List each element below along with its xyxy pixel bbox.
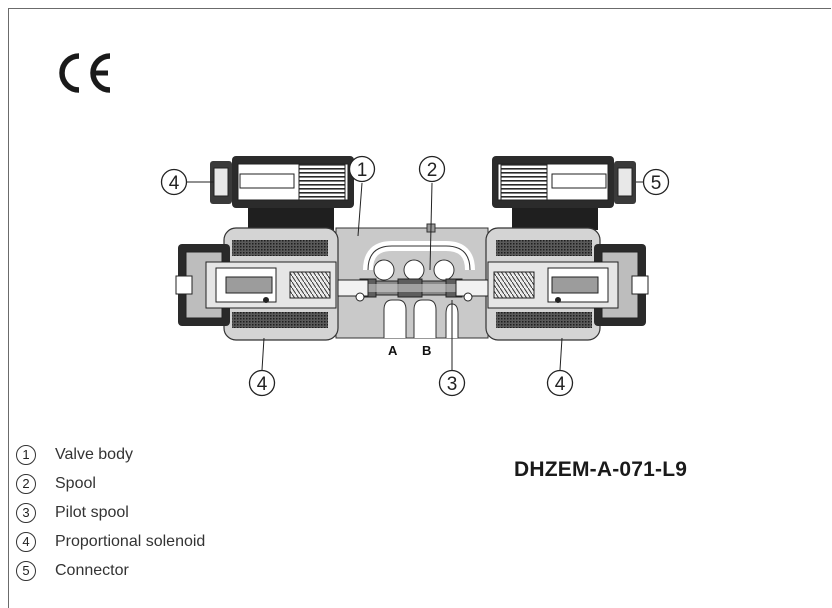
figure-frame (8, 8, 831, 608)
legend-number-badge: 3 (16, 502, 36, 523)
ce-mark (59, 53, 111, 93)
svg-text:2: 2 (427, 160, 438, 181)
callout-3: 3 (438, 369, 466, 397)
pilot-spools (337, 279, 489, 302)
legend-item-spool: 2 Spool (14, 469, 344, 498)
callout-4-top-left: 4 (160, 168, 188, 196)
legend-item-pilot-spool: 3 Pilot spool (14, 498, 344, 527)
legend-item-proportional-solenoid: 4 Proportional solenoid (14, 527, 344, 556)
legend-label: Valve body (55, 445, 133, 463)
legend-number-badge: 4 (16, 531, 36, 552)
svg-text:4: 4 (169, 173, 180, 194)
port-b-label: B (422, 343, 431, 358)
right-proportional-solenoid (485, 227, 649, 341)
callout-4-bottom-left: 4 (248, 369, 276, 397)
svg-text:4: 4 (257, 374, 268, 395)
callout-4-bottom-right: 4 (546, 369, 574, 397)
legend-item-valve-body: 1 Valve body (14, 440, 344, 469)
callout-5: 5 (642, 168, 670, 196)
model-code: DHZEM-A-071-L9 (514, 458, 688, 481)
svg-text:3: 3 (447, 374, 458, 395)
legend-label: Connector (55, 561, 129, 579)
legend-item-connector: 5 Connector (14, 556, 344, 585)
left-connector (210, 156, 354, 230)
legend-number-badge: 2 (16, 473, 36, 494)
legend-label: Proportional solenoid (55, 532, 206, 550)
callout-1: 1 (348, 155, 376, 183)
right-connector (492, 156, 636, 230)
legend-label: Pilot spool (55, 503, 129, 521)
leader-lines (186, 181, 643, 371)
left-proportional-solenoid (175, 227, 339, 341)
parts-legend: 1 Valve body 2 Spool 3 Pilot spool 4 Pro… (14, 440, 344, 585)
legend-number-badge: 5 (16, 560, 36, 581)
svg-text:1: 1 (357, 160, 368, 181)
svg-text:4: 4 (555, 374, 566, 395)
svg-text:5: 5 (651, 173, 662, 194)
legend-label: Spool (55, 474, 96, 492)
callout-2: 2 (418, 155, 446, 183)
legend-number-badge: 1 (16, 444, 36, 465)
port-a-label: A (388, 343, 398, 358)
